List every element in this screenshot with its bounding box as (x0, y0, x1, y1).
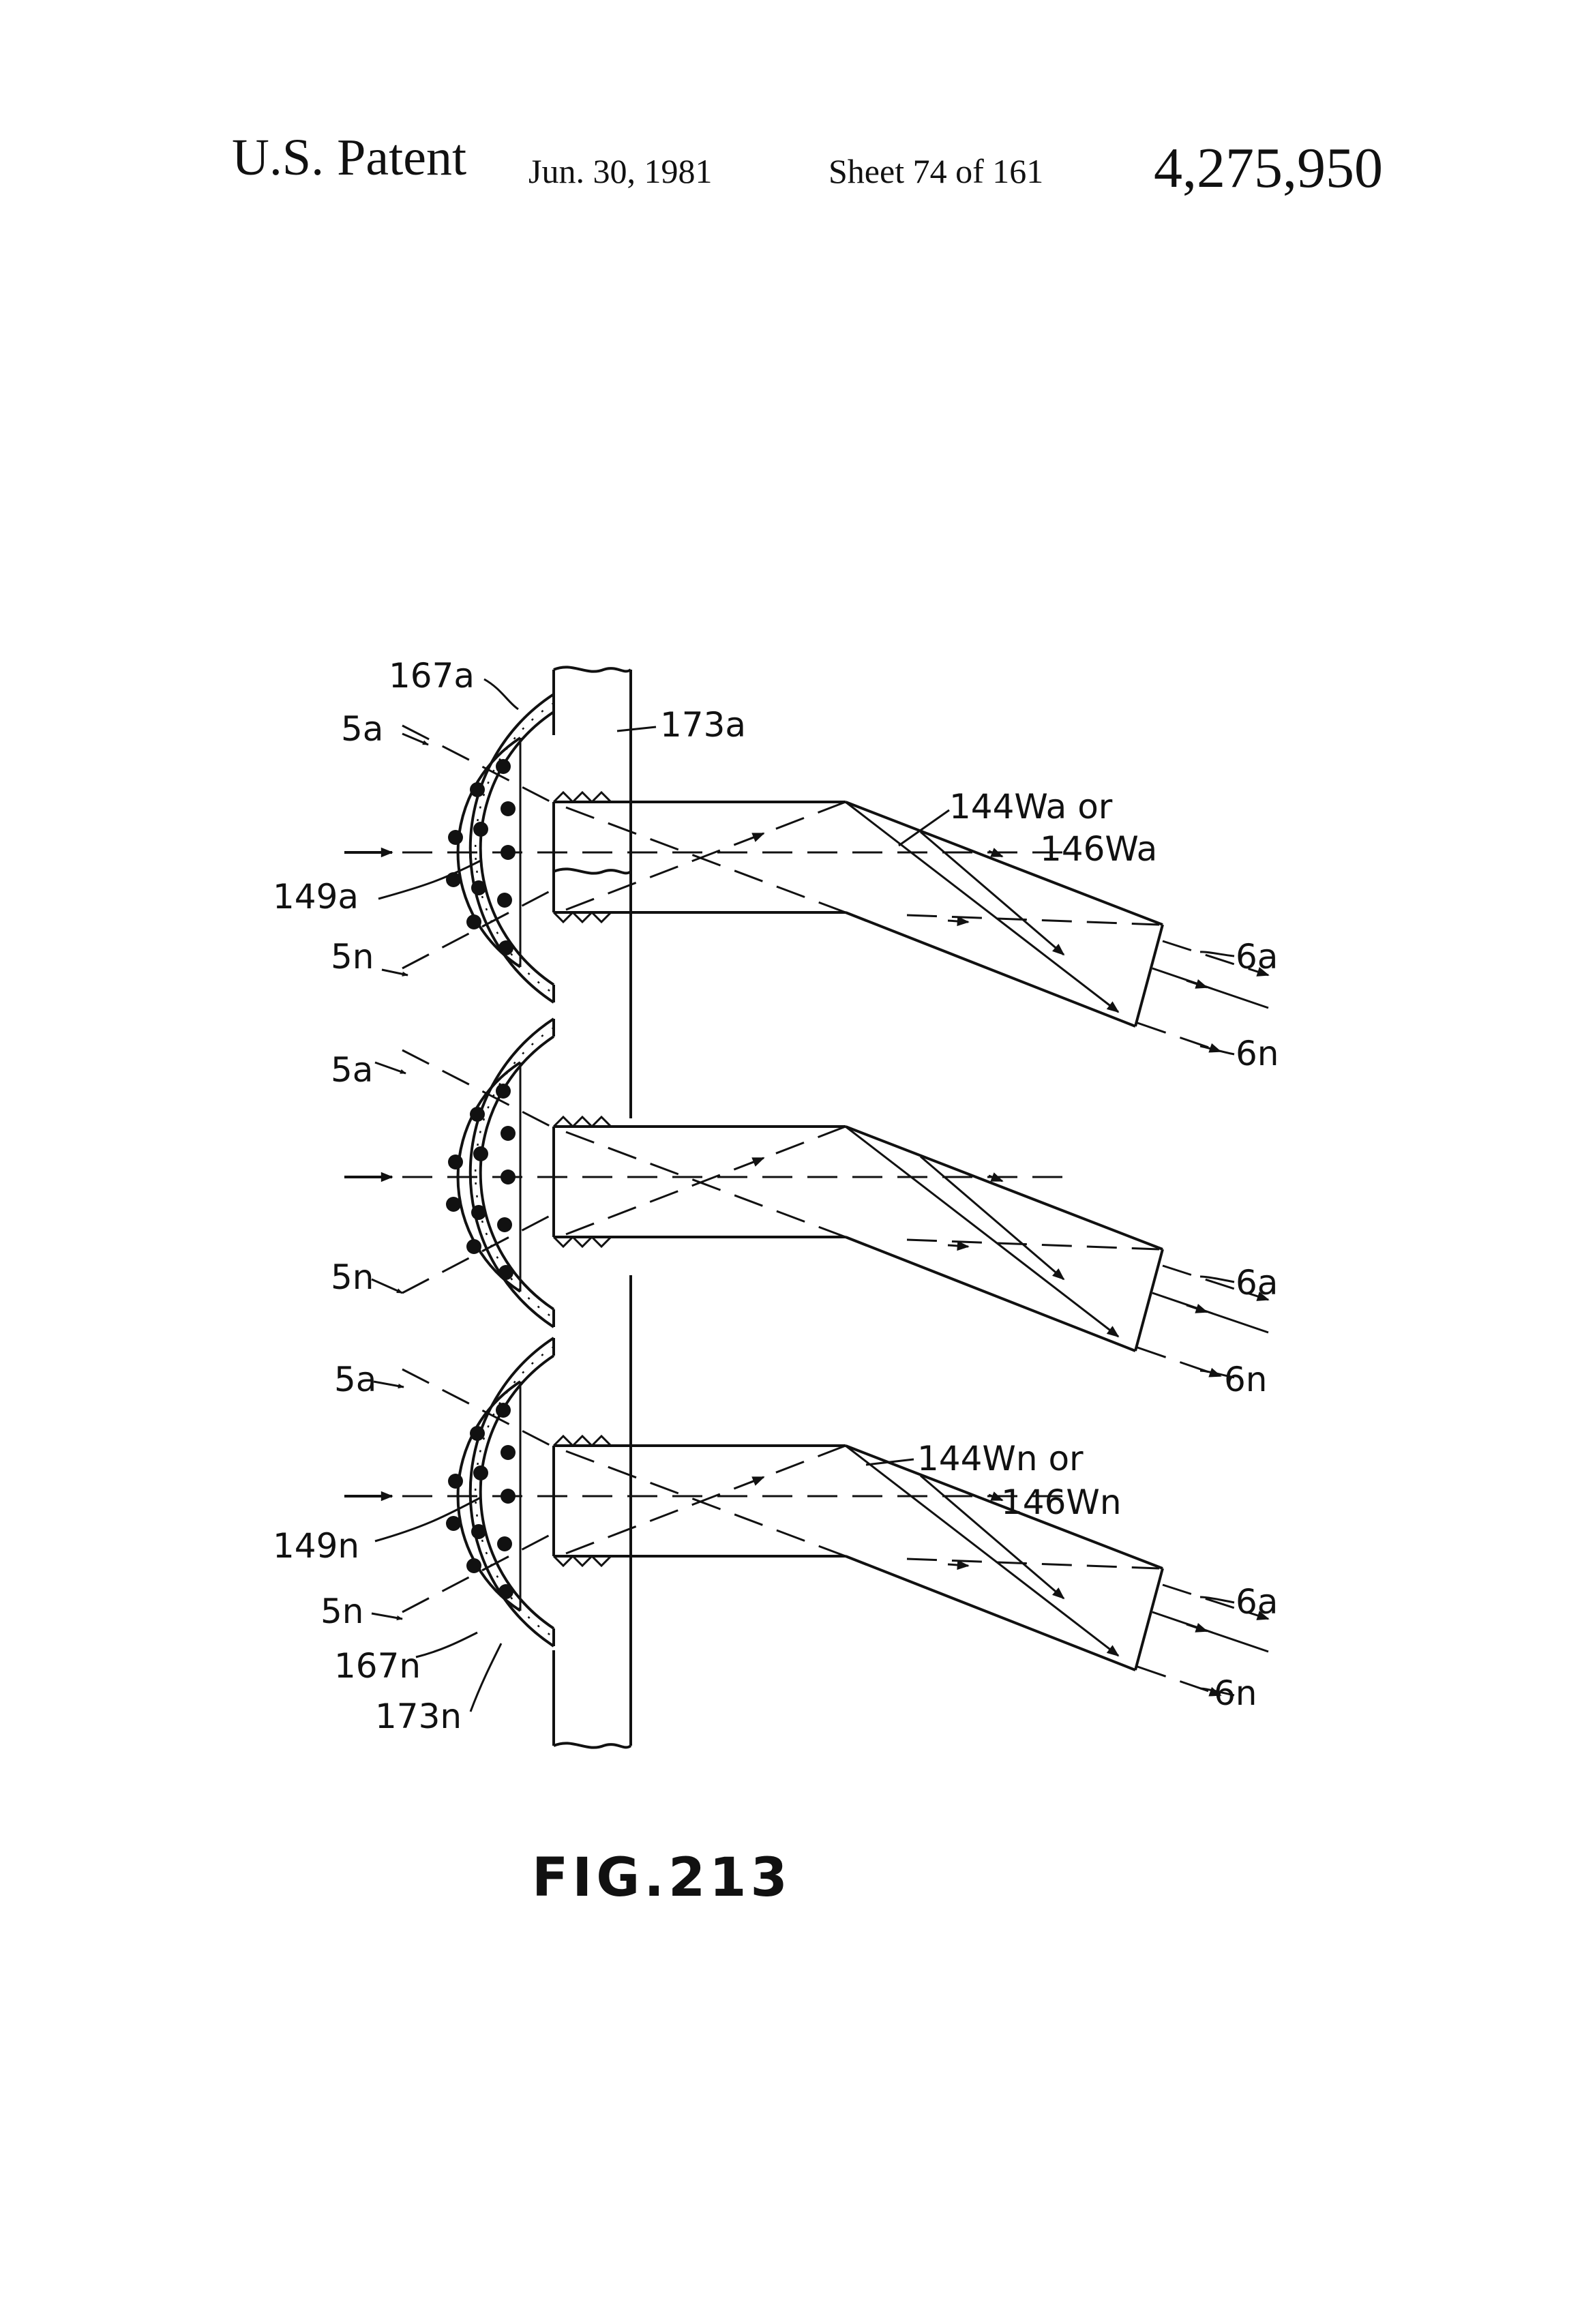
label-5n-3: 5n (320, 1592, 364, 1631)
label-167n: 167n (334, 1646, 421, 1686)
label-6n-3: 6n (1214, 1673, 1257, 1713)
label-5n-1: 5n (331, 937, 374, 977)
label-6n-1: 6n (1236, 1034, 1279, 1073)
figure-caption: FIG.213 (532, 1847, 792, 1909)
label-5a-2: 5a (331, 1050, 373, 1090)
label-149n: 149n (273, 1526, 359, 1566)
label-5a-1: 5a (341, 709, 383, 749)
label-6a-1: 6a (1236, 937, 1278, 977)
label-6a-2: 6a (1236, 1263, 1278, 1302)
lens-unit (344, 694, 1268, 1052)
label-144wa-line2: 146Wa (1040, 829, 1157, 869)
label-144wn-line2: 146Wn (1001, 1483, 1122, 1522)
label-5n-2: 5n (331, 1257, 374, 1297)
label-144wn-line1: 144Wn or (917, 1439, 1084, 1478)
label-167a: 167a (389, 656, 475, 696)
label-149a: 149a (273, 877, 359, 917)
mounting-plate (554, 667, 631, 1747)
label-173a: 173a (660, 705, 746, 745)
label-6a-3: 6a (1236, 1582, 1278, 1622)
label-173n: 173n (375, 1697, 462, 1736)
label-144wa-line1: 144Wa or (949, 787, 1113, 826)
label-5a-3: 5a (334, 1360, 376, 1399)
label-6n-2: 6n (1224, 1360, 1268, 1399)
